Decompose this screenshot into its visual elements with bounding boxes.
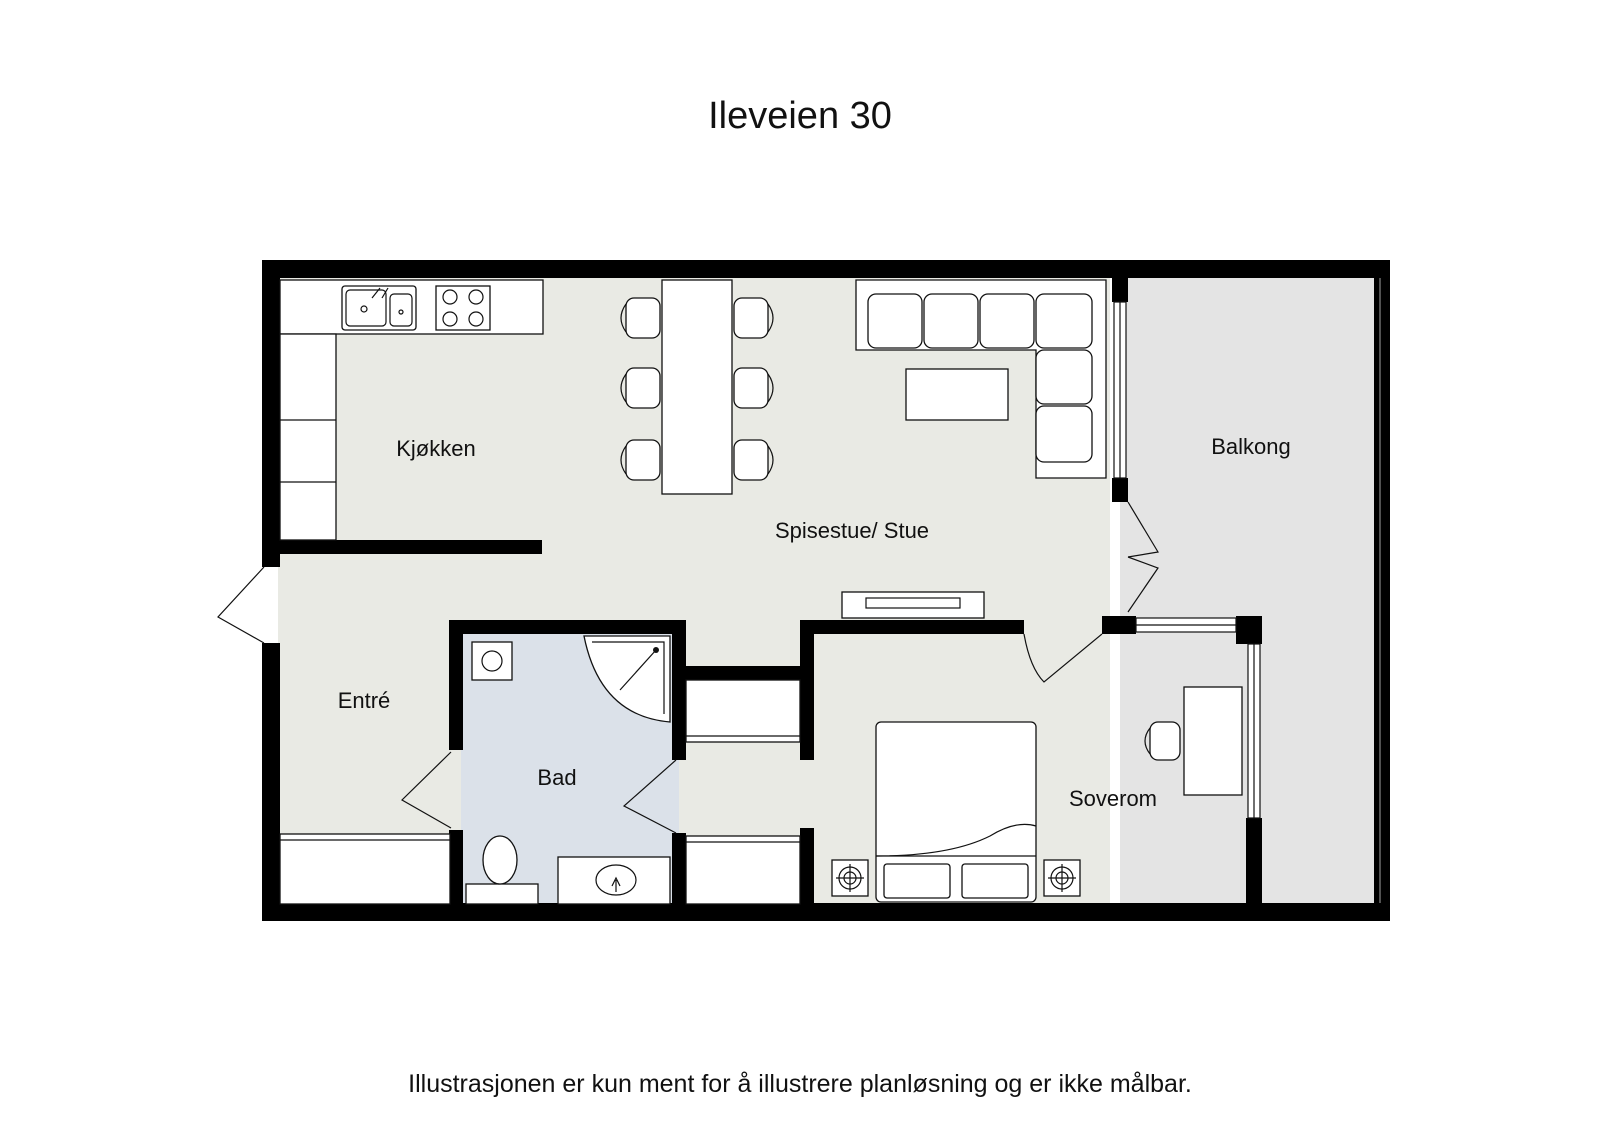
kitchen-counter-left — [279, 333, 337, 541]
toilet-icon — [465, 835, 539, 905]
wall-top — [262, 260, 1390, 278]
nightstand-left-lamp-icon — [831, 859, 869, 897]
washer-icon — [471, 641, 513, 681]
wall-bath-right-lower — [672, 833, 686, 908]
chair-right-2 — [733, 367, 774, 409]
plan-title: Ileveien 30 — [708, 95, 892, 137]
entrance-door[interactable] — [217, 566, 265, 644]
wall-bed-corner — [1236, 616, 1262, 644]
wall-left-upper — [262, 260, 280, 567]
room-label-kitchen: Kjøkken — [396, 436, 475, 461]
balcony-door-lower[interactable] — [1127, 556, 1159, 613]
bedroom-furniture — [831, 686, 1243, 903]
sofa — [855, 279, 1107, 479]
room-labels: Kjøkken Spisestue/ Stue Balkong Entré Ba… — [338, 434, 1291, 811]
closets — [279, 679, 801, 905]
room-label-entrance: Entré — [338, 688, 391, 713]
windows — [1113, 278, 1381, 903]
dining-table — [661, 279, 733, 495]
bedroom-door[interactable] — [1023, 633, 1103, 683]
wall-living-right-lower — [1112, 478, 1128, 502]
coffee-table — [905, 368, 1009, 421]
chair-right-3 — [733, 439, 774, 481]
wall-bed-left-lower — [800, 828, 814, 908]
bedroom-hall-door[interactable] — [622, 759, 677, 834]
sink-icon — [341, 285, 417, 331]
wall-bath-top — [449, 620, 686, 634]
tv-bench — [841, 591, 985, 619]
hall-closet — [279, 833, 451, 905]
bedroom-hall-closet-upper — [685, 679, 801, 743]
bathroom-door[interactable] — [401, 751, 452, 829]
wall-bed-top — [800, 620, 1024, 634]
wall-bottom — [262, 903, 1390, 921]
chair-right-1 — [733, 297, 774, 339]
wall-bath-left-lower — [449, 830, 463, 910]
dining-set — [620, 279, 774, 495]
stove-icon — [435, 285, 491, 331]
nightstand-right-lamp-icon — [1043, 859, 1081, 897]
washbasin-icon — [557, 856, 671, 905]
wall-kitchen-divider — [278, 540, 542, 554]
wall-living-right-top — [1112, 278, 1128, 302]
doors — [217, 501, 1159, 834]
room-label-bathroom: Bad — [537, 765, 576, 790]
desk-chair — [1144, 721, 1181, 761]
wall-bath-right-upper — [672, 620, 686, 760]
wall-bed-left-upper — [800, 620, 814, 760]
balcony-door-upper[interactable] — [1127, 501, 1159, 558]
bedroom-hall-closet-lower — [685, 835, 801, 905]
room-label-living: Spisestue/ Stue — [775, 518, 929, 543]
room-label-balcony: Balkong — [1211, 434, 1291, 459]
wall-bath-left-upper — [449, 620, 463, 750]
shower-icon — [583, 635, 671, 723]
wall-bed-right-lower — [1246, 818, 1262, 908]
wall-bed-top-right — [1102, 616, 1136, 634]
wall-closet-top — [672, 666, 810, 680]
walls — [262, 260, 1390, 921]
bathroom-fixtures — [465, 635, 671, 905]
disclaimer-text: Illustrasjonen er kun ment for å illustr… — [408, 1070, 1192, 1098]
chair-left-2 — [620, 367, 661, 409]
chair-left-1 — [620, 297, 661, 339]
chair-left-3 — [620, 439, 661, 481]
floors — [278, 278, 1376, 906]
room-label-bedroom: Soverom — [1069, 786, 1157, 811]
kitchen-fixtures — [279, 279, 544, 541]
wall-left-lower — [262, 643, 280, 921]
wall-balcony-right — [1374, 260, 1390, 921]
desk — [1183, 686, 1243, 796]
double-bed — [875, 721, 1037, 903]
